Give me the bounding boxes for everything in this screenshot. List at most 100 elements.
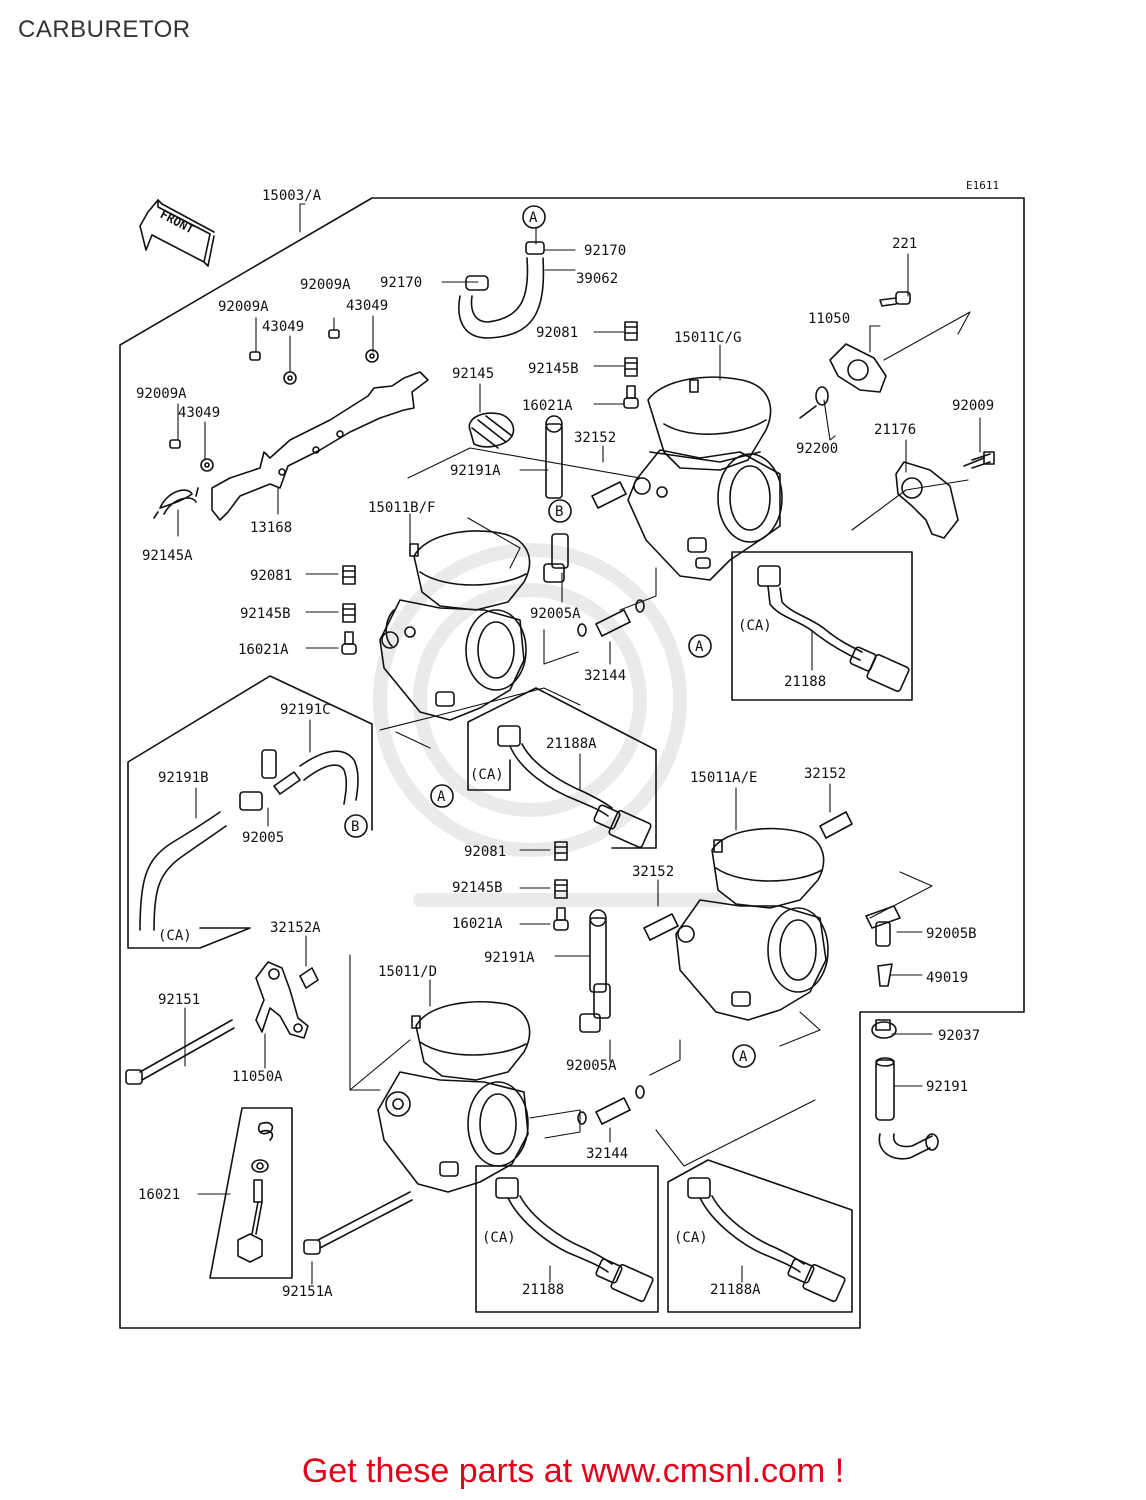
screws-92009A <box>169 329 379 472</box>
connector-b-left: B <box>351 819 359 835</box>
part-21188A-bottom: 21188A <box>710 1282 761 1298</box>
bracket-13168 <box>211 371 429 521</box>
part-92145B-low: 92145B <box>452 880 503 896</box>
connector-markers <box>344 205 756 1068</box>
carburetor-15011CG <box>627 376 783 581</box>
part-32144-low: 32144 <box>586 1146 628 1162</box>
hose-92191 <box>875 1057 895 1121</box>
fitting-92005B <box>865 905 901 947</box>
tube-32152-top <box>591 481 627 509</box>
ca-box-92191-left <box>127 675 373 949</box>
part-32152-mid: 32152 <box>632 864 674 880</box>
guide-lines <box>349 311 971 1167</box>
part-43049-2: 43049 <box>262 319 304 335</box>
harness-21188-top <box>757 565 910 693</box>
fuel-hose-top <box>458 241 545 339</box>
connector-a-right: A <box>695 639 704 655</box>
hose-elbow <box>878 1133 939 1160</box>
part-32144-top: 32144 <box>584 668 626 684</box>
hose-92191B <box>139 749 301 931</box>
part-92145A: 92145A <box>142 548 193 564</box>
part-92191C: 92191C <box>280 702 331 718</box>
part-21188-top: 21188 <box>784 674 826 690</box>
connector-a-top: A <box>529 210 538 226</box>
part-92191A-low: 92191A <box>484 950 535 966</box>
part-labels: E1611 15003/A 92170 92170 39062 221 1105… <box>136 179 999 1300</box>
part-92081-low: 92081 <box>464 844 506 860</box>
part-92081-top: 92081 <box>536 325 578 341</box>
front-arrow-icon <box>139 199 215 267</box>
seal-32144-top <box>577 599 645 637</box>
spring-92145 <box>468 412 515 449</box>
part-92151A: 92151A <box>282 1284 333 1300</box>
part-43049-1: 43049 <box>346 298 388 314</box>
footer-promo-link[interactable]: Get these parts at www.cmsnl.com ! <box>301 1452 845 1490</box>
page-title: CARBURETOR <box>18 16 191 43</box>
tube-32152-mid <box>643 913 679 941</box>
ca-label-92191: (CA) <box>158 928 192 944</box>
part-16021: 16021 <box>138 1187 180 1203</box>
clamp-92037 <box>871 1019 897 1039</box>
part-92005: 92005 <box>242 830 284 846</box>
part-15011BF: 15011B/F <box>368 500 435 516</box>
diagram-frame <box>119 197 1025 1329</box>
tube-92191A-top <box>545 415 563 499</box>
part-16021A-top: 16021A <box>522 398 573 414</box>
part-92170-top: 92170 <box>584 243 626 259</box>
part-92009A-1: 92009A <box>300 277 351 293</box>
jet-parts-mid <box>341 565 357 655</box>
jet-parts-low <box>553 841 569 931</box>
screw-221 <box>879 291 911 307</box>
connector-a-mid: A <box>437 789 446 805</box>
part-92009A-2: 92009A <box>218 299 269 315</box>
ca-box-21188A-mid <box>467 687 657 849</box>
diagram-code: E1611 <box>966 179 999 192</box>
part-32152-right: 32152 <box>804 766 846 782</box>
part-92191B: 92191B <box>158 770 209 786</box>
harness-21188-bottom <box>495 1177 654 1303</box>
carburetor-15011BF <box>379 530 531 721</box>
screw-92009 <box>963 451 995 467</box>
harness-21188A-mid <box>497 725 652 849</box>
part-92005A-low: 92005A <box>566 1058 617 1074</box>
part-32152-top: 32152 <box>574 430 616 446</box>
part-11050: 11050 <box>808 311 850 327</box>
ca-label-21188A-mid: (CA) <box>470 767 504 783</box>
part-11050A: 11050A <box>232 1069 283 1085</box>
link-11050A <box>255 961 319 1039</box>
part-92145B-top: 92145B <box>528 361 579 377</box>
throttle-sensor-21176 <box>895 453 991 539</box>
part-13168: 13168 <box>250 520 292 536</box>
watermark <box>373 543 727 907</box>
fitting-92005A-low <box>579 983 611 1033</box>
part-92037: 92037 <box>938 1028 980 1044</box>
part-92151: 92151 <box>158 992 200 1008</box>
parts-box-16021 <box>209 1107 293 1279</box>
jet-parts-top <box>623 321 639 409</box>
part-92145: 92145 <box>452 366 494 382</box>
part-16021A-low: 16021A <box>452 916 503 932</box>
ca-box-21188A-bottom <box>667 1159 853 1313</box>
rod-92151 <box>125 1019 235 1085</box>
part-15011D: 15011/D <box>378 964 437 980</box>
leader-lines <box>177 203 981 1285</box>
part-92005A-top: 92005A <box>530 606 581 622</box>
part-43049-3: 43049 <box>178 405 220 421</box>
ca-box-21188-top <box>731 551 913 701</box>
part-92145B-mid: 92145B <box>240 606 291 622</box>
carburetor-15011AE <box>675 827 829 1021</box>
part-21176: 21176 <box>874 422 916 438</box>
part-15003A: 15003/A <box>262 188 322 204</box>
carburetor-15011D <box>377 1001 531 1193</box>
part-15011AE: 15011A/E <box>690 770 757 786</box>
part-221: 221 <box>892 236 917 252</box>
connector-letters: A B A A B A <box>351 210 748 1065</box>
fitting-92005A-top <box>543 533 569 583</box>
tube-32152-right <box>819 811 853 839</box>
part-49019: 49019 <box>926 970 968 986</box>
part-15011CG: 15011C/G <box>674 330 741 346</box>
connector-a-low: A <box>739 1049 748 1065</box>
ca-label-21188-bottom: (CA) <box>482 1230 516 1246</box>
part-16021A-mid: 16021A <box>238 642 289 658</box>
part-92170-left: 92170 <box>380 275 422 291</box>
